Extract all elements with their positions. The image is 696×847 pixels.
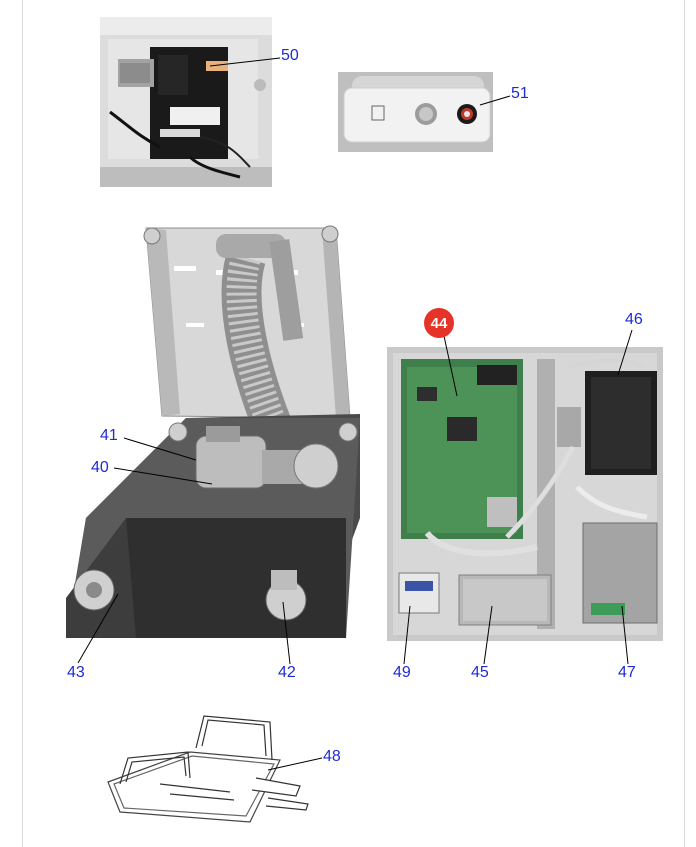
- callout-43: 43: [67, 664, 85, 681]
- callout-42: 42: [278, 664, 296, 681]
- callout-41: 41: [100, 427, 118, 444]
- callout-44-highlighted: 44: [424, 308, 454, 338]
- callout-48: 48: [323, 748, 341, 765]
- page-border-right: [684, 0, 685, 847]
- callout-47: 47: [618, 664, 636, 681]
- callout-50: 50: [281, 47, 299, 64]
- photo-module-50: [100, 17, 272, 187]
- photo-switch-panel-51: [338, 72, 493, 152]
- callout-45: 45: [471, 664, 489, 681]
- callout-49: 49: [393, 664, 411, 681]
- page-border-left: [22, 0, 23, 847]
- photo-electronics-enclosure: [387, 347, 663, 641]
- drawing-tray-48: [100, 712, 312, 832]
- callout-51: 51: [511, 85, 529, 102]
- photo-base-mechanism: [66, 218, 360, 642]
- callout-40: 40: [91, 459, 109, 476]
- callout-46: 46: [625, 311, 643, 328]
